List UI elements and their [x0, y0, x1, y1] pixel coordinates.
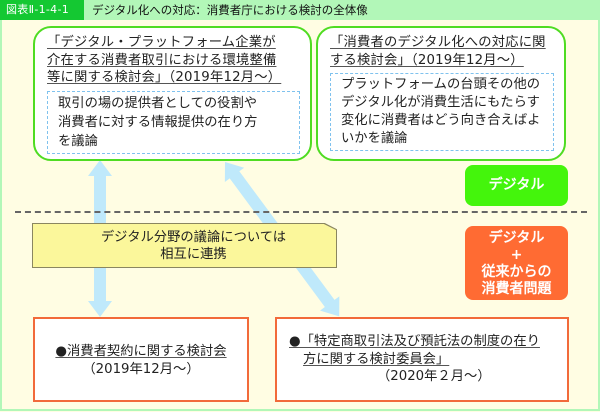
dpf-study-group-box: 「デジタル・プラットフォーム企業が 介在する消費者取引における環境整備 等に関す…	[33, 26, 312, 161]
committee-title-line-1: ●「特定商取引法及び預託法の制度の在り	[289, 334, 540, 349]
consumer-contract-study-group-title: ●消費者契約に関する検討会	[55, 344, 227, 359]
committee-date: （2020年２月～）	[377, 369, 491, 384]
digital-badge: デジタル	[465, 165, 568, 206]
digital-plus-traditional-badge: デジタル + 従来からの 消費者問題	[465, 226, 568, 300]
consumer-contract-study-group-box: ●消費者契約に関する検討会 （2019年12月～）	[33, 317, 249, 402]
dpf-study-group-title: 「デジタル・プラットフォーム企業が 介在する消費者取引における環境整備 等に関す…	[47, 35, 282, 85]
figure-header: 図表Ⅱ-1-4-1 デジタル化への対応：消費者庁における検討の全体像	[0, 0, 600, 20]
coordination-note: デジタル分野の議論については 相互に連携	[33, 224, 336, 267]
consumer-digitalization-study-group-box: 「消費者のデジタル化への対応に関 する検討会」（2019年12月～） プラットフ…	[316, 26, 566, 161]
specified-commercial-transactions-committee-box: ●「特定商取引法及び預託法の制度の在り 方に関する検討委員会」 （2020年２月…	[275, 317, 569, 402]
consumer-contract-study-group-date: （2019年12月～）	[82, 361, 200, 377]
dpf-study-group-description: 取引の場の提供者としての役割や 消費者に対する情報提供の在り方 を議論	[47, 90, 300, 154]
section-divider	[15, 211, 587, 213]
figure-title: デジタル化への対応：消費者庁における検討の全体像	[92, 3, 368, 17]
consumer-digitalization-study-group-title: 「消費者のデジタル化への対応に関 する検討会」（2019年12月～）	[330, 35, 546, 68]
consumer-digitalization-study-group-description: プラットフォームの台頭その他の デジタル化が消費生活にもたらす 変化に消費者はど…	[330, 73, 554, 151]
committee-title-line-2: 方に関する検討委員会」	[303, 351, 450, 367]
figure-label: 図表Ⅱ-1-4-1	[0, 0, 84, 20]
